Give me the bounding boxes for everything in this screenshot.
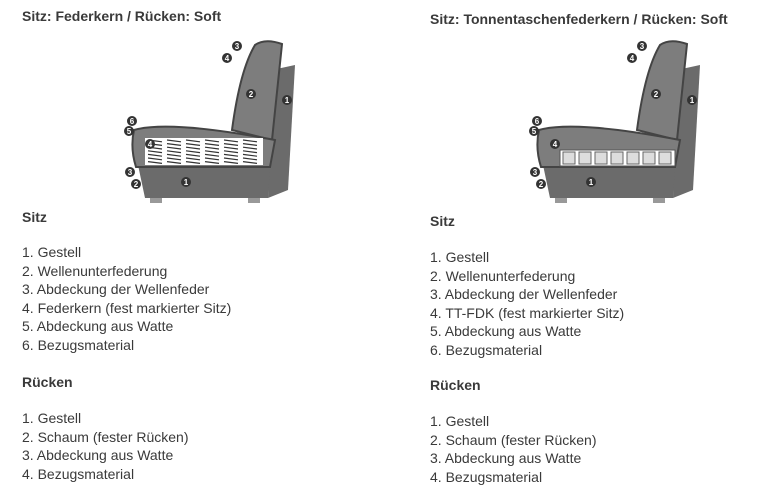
marker-4 — [627, 53, 637, 63]
pocket-spring — [642, 151, 656, 165]
marker-3 — [530, 167, 540, 177]
panel-tonnentaschen: Sitz: Tonnentaschenfederkern / Rücken: S… — [408, 0, 768, 500]
panel-title: Sitz: Tonnentaschenfederkern / Rücken: S… — [430, 11, 728, 27]
marker-1 — [181, 177, 191, 187]
marker-1 — [687, 95, 697, 105]
list-item: 3. Abdeckung aus Watte — [22, 447, 174, 463]
marker-label: 3 — [128, 168, 133, 177]
back-cushion — [230, 40, 284, 142]
marker-label: 1 — [285, 96, 290, 105]
list-item: 6. Bezugsmaterial — [22, 336, 135, 353]
spring-core — [145, 138, 263, 165]
marker-label: 1 — [690, 96, 695, 105]
leg — [150, 195, 162, 203]
leg — [653, 195, 665, 203]
marker-2 — [246, 89, 256, 99]
marker-label: 1 — [184, 178, 189, 187]
seat-frame — [138, 165, 270, 198]
list-item: 2. Wellenunterfederung — [430, 267, 576, 284]
marker-label: 3 — [640, 42, 645, 51]
list-item: 1. Gestell — [430, 413, 490, 429]
list-item: 2. Schaum (fester Rücken) — [430, 431, 597, 448]
marker-6 — [532, 116, 542, 126]
marker-1 — [586, 177, 596, 187]
marker-5 — [529, 126, 539, 136]
pocket-spring — [578, 151, 592, 165]
marker-2 — [536, 179, 546, 189]
marker-3 — [637, 41, 647, 51]
back-cushion — [635, 40, 689, 142]
marker-label: 1 — [589, 178, 594, 187]
list-item: 1. Gestell — [430, 249, 490, 265]
seat-heading: Sitz — [430, 213, 455, 229]
marker-label: 6 — [535, 117, 540, 126]
coil-spring — [204, 139, 220, 164]
list-item: 4. TT-FDK (fest markierter Sitz) — [430, 304, 625, 321]
list-item: 4. Bezugsmaterial — [430, 468, 543, 485]
list-item: 3. Abdeckung aus Watte — [430, 450, 582, 466]
marker-label: 2 — [134, 180, 139, 189]
seat-heading: Sitz — [22, 209, 47, 225]
marker-label: 2 — [249, 90, 254, 99]
marker-5 — [124, 126, 134, 136]
seat-frame — [543, 165, 675, 198]
marker-label: 4 — [148, 140, 153, 149]
seat-components-list: 1. Gestell 2. Wellenunterfederung 3. Abd… — [22, 243, 231, 354]
list-item: 6. Bezugsmaterial — [430, 341, 543, 358]
marker-2 — [651, 89, 661, 99]
marker-label: 4 — [553, 140, 558, 149]
list-item: 4. Federkern (fest markierter Sitz) — [22, 299, 232, 316]
marker-4 — [550, 139, 560, 149]
marker-3 — [232, 41, 242, 51]
marker-4 — [222, 53, 232, 63]
marker-label: 2 — [654, 90, 659, 99]
marker-label: 2 — [539, 180, 544, 189]
marker-label: 4 — [630, 54, 635, 63]
back-heading: Rücken — [22, 374, 73, 390]
list-item: 1. Gestell — [22, 244, 82, 260]
seat-components-list: 1. Gestell 2. Wellenunterfederung 3. Abd… — [430, 248, 624, 359]
coil-spring — [242, 139, 258, 164]
marker-label: 3 — [533, 168, 538, 177]
marker-3 — [125, 167, 135, 177]
list-item: 5. Abdeckung aus Watte — [430, 323, 582, 339]
list-item: 1. Gestell — [22, 410, 82, 426]
marker-label: 5 — [532, 127, 537, 136]
back-components-list: 1. Gestell 2. Schaum (fester Rücken) 3. … — [22, 409, 189, 483]
pocket-spring — [610, 151, 624, 165]
coil-spring — [147, 139, 163, 164]
list-item: 2. Schaum (fester Rücken) — [22, 428, 189, 445]
list-item: 3. Abdeckung der Wellenfeder — [430, 286, 618, 302]
marker-label: 4 — [225, 54, 230, 63]
list-item: 2. Wellenunterfederung — [22, 262, 168, 279]
leg — [555, 195, 567, 203]
pocket-spring — [626, 151, 640, 165]
marker-2 — [131, 179, 141, 189]
back-heading: Rücken — [430, 377, 481, 393]
list-item: 4. Bezugsmaterial — [22, 465, 135, 482]
list-item: 5. Abdeckung aus Watte — [22, 318, 174, 334]
pocket-spring — [594, 151, 608, 165]
marker-label: 3 — [235, 42, 240, 51]
list-item: 3. Abdeckung der Wellenfeder — [22, 281, 210, 297]
marker-6 — [127, 116, 137, 126]
pocket-spring — [562, 151, 576, 165]
coil-spring — [223, 139, 239, 164]
panel-title: Sitz: Federkern / Rücken: Soft — [22, 8, 222, 24]
coil-spring — [185, 139, 201, 164]
back-components-list: 1. Gestell 2. Schaum (fester Rücken) 3. … — [430, 412, 597, 486]
marker-label: 6 — [130, 117, 135, 126]
leg — [248, 195, 260, 203]
coil-spring — [166, 139, 182, 164]
marker-label: 5 — [127, 127, 132, 136]
marker-4 — [145, 139, 155, 149]
pocket-spring — [658, 151, 672, 165]
marker-1 — [282, 95, 292, 105]
